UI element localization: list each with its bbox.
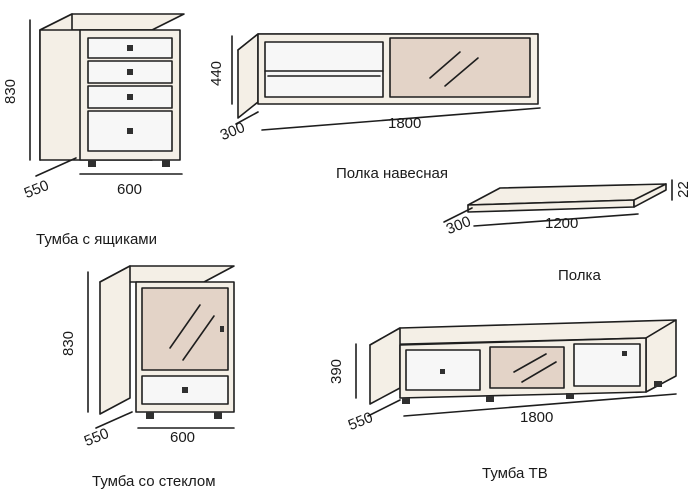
tv-stand-side xyxy=(369,327,401,405)
item-1-height-label: 830 xyxy=(2,78,20,105)
tv-stand-glass-door xyxy=(489,346,565,389)
item-4-height-label: 830 xyxy=(60,330,78,357)
handle-icon xyxy=(622,351,627,356)
item-5-height-label: 390 xyxy=(328,358,346,385)
glass-reflection xyxy=(521,361,557,383)
glass-reflection xyxy=(182,315,215,361)
item-3-name: Полка xyxy=(558,267,601,284)
tv-stand-drawing xyxy=(355,319,677,417)
drawer-cabinet-drawing xyxy=(29,13,185,177)
item-5-name: Тумба ТВ xyxy=(482,465,548,482)
item-3-thickness-label: 22 xyxy=(674,181,692,198)
glass-reflection xyxy=(444,57,479,87)
depth-dimension-line xyxy=(443,207,473,223)
cabinet-foot xyxy=(654,381,662,387)
item-3-width-label: 1200 xyxy=(545,215,579,232)
glass-reflection xyxy=(429,51,461,79)
depth-dimension-line xyxy=(367,399,401,417)
item-5-width-label: 1800 xyxy=(520,409,554,426)
open-compartment xyxy=(264,41,384,98)
cabinet-foot xyxy=(214,412,222,419)
cabinet-foot xyxy=(146,412,154,419)
handle-icon xyxy=(127,69,133,75)
cabinet-foot xyxy=(566,393,574,399)
width-dimension-line xyxy=(261,107,541,131)
item-2-height-label: 440 xyxy=(208,60,226,87)
width-dimension-line xyxy=(403,393,677,417)
glass-reflection xyxy=(169,304,201,349)
item-2-width-label: 1800 xyxy=(388,115,422,132)
cabinet-foot xyxy=(486,396,494,402)
drawer-handles xyxy=(127,45,133,134)
item-4-name: Тумба со стеклом xyxy=(92,473,216,490)
cabinet-foot xyxy=(162,160,170,167)
shelf-board-side xyxy=(633,183,667,208)
plain-shelf-drawing xyxy=(443,179,673,227)
item-4-width-label: 600 xyxy=(170,429,196,446)
depth-dimension-line xyxy=(95,411,133,429)
glass-cabinet-drawing xyxy=(87,265,235,429)
item-1-name: Тумба с ящиками xyxy=(36,231,157,248)
handle-icon xyxy=(127,45,133,51)
handle-icon xyxy=(127,128,133,134)
glass-reflection xyxy=(513,353,547,373)
cabinet-foot xyxy=(402,398,410,404)
cabinet-foot xyxy=(88,160,96,167)
wall-shelf-drawing xyxy=(231,33,541,131)
width-dimension-line xyxy=(473,213,639,227)
item-1-width-label: 600 xyxy=(117,181,143,198)
glass-door xyxy=(389,37,531,98)
depth-dimension-line xyxy=(235,111,259,125)
wall-shelf-side xyxy=(237,33,259,119)
cabinet-side xyxy=(99,265,131,415)
depth-dimension-line xyxy=(35,157,77,177)
door-knob-icon xyxy=(220,326,224,332)
handle-icon xyxy=(182,387,188,393)
handle-icon xyxy=(440,369,445,374)
tv-stand-door xyxy=(573,343,641,387)
handle-icon xyxy=(127,94,133,100)
item-2-name: Полка навесная xyxy=(336,165,448,182)
